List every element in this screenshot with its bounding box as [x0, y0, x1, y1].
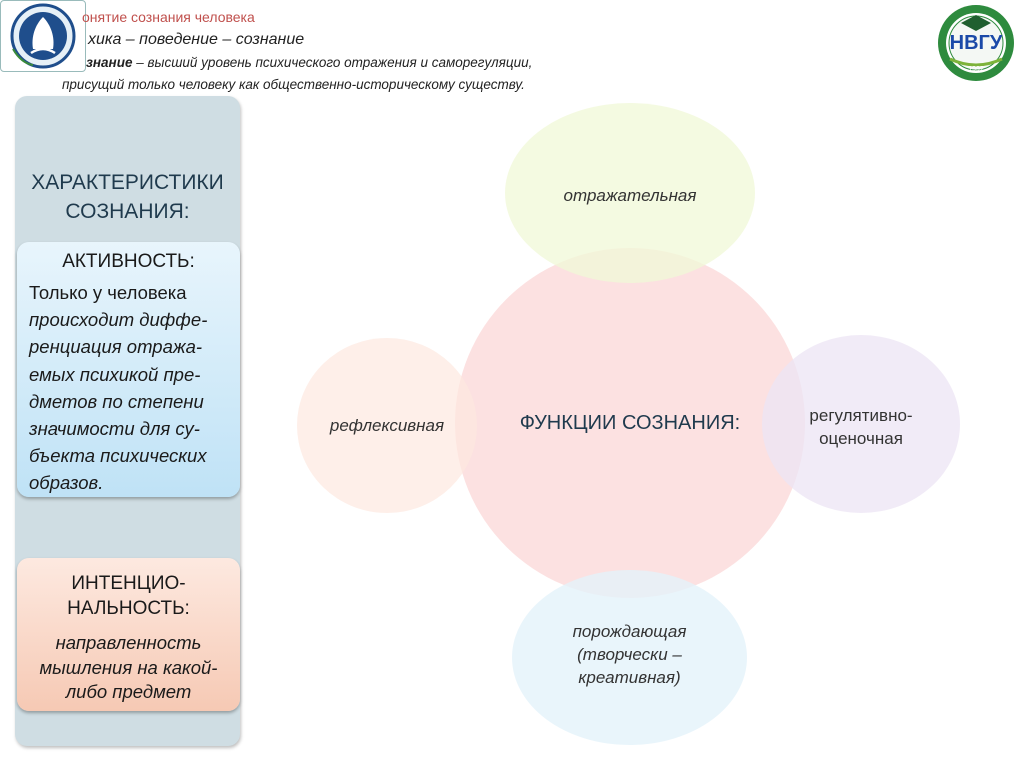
- intentionality-title-line1: ИНТЕНЦИО-: [71, 573, 186, 594]
- activity-line: Только у человека: [29, 282, 187, 303]
- header-definition-line1: знание – высший уровень психического отр…: [86, 55, 532, 70]
- activity-line: ренциация отража-: [29, 336, 203, 358]
- activity-line: значимости для су-: [29, 418, 200, 440]
- intentionality-card-title: ИНТЕНЦИО- НАЛЬНОСТЬ:: [17, 571, 240, 621]
- right-label: регулятивно- оценочная: [762, 404, 960, 450]
- intentionality-title-line2: НАЛЬНОСТЬ:: [67, 598, 190, 619]
- activity-card: [17, 242, 240, 497]
- nvgu-logo-icon: [938, 5, 1014, 81]
- right-label-line1: регулятивно-: [809, 406, 913, 425]
- nvgu-logo-text: НВГУ: [949, 32, 1003, 54]
- bottom-label-line1: порождающая: [572, 622, 687, 641]
- intentionality-card-body: направленность мышления на какой- либо п…: [17, 631, 240, 705]
- activity-line: образов.: [29, 472, 104, 494]
- left-circle: [297, 338, 477, 513]
- characteristics-title: ХАРАКТЕРИСТИКИ СОЗНАНИЯ:: [15, 168, 240, 226]
- header-definition-line2: присущий только человеку как общественно…: [62, 77, 525, 92]
- activity-card-body: Только у человека происходит диффе- ренц…: [29, 279, 228, 497]
- top-label: отражательная: [563, 186, 697, 205]
- intentionality-line: мышления на какой-: [39, 656, 218, 678]
- nvgu-logo: НВГУ 1992: [936, 3, 1016, 83]
- nvgu-logo-year: 1992: [968, 66, 984, 73]
- activity-card-title: АКТИВНОСТЬ:: [62, 251, 195, 272]
- header-subtitle: хика – поведение – сознание: [88, 31, 305, 48]
- header-title: онятие сознания человека: [82, 9, 255, 25]
- left-label: рефлексивная: [329, 416, 445, 435]
- header-term: знание: [86, 55, 133, 70]
- activity-line: дметов по степени: [29, 390, 204, 412]
- intentionality-line: направленность: [55, 632, 202, 653]
- characteristics-title-line2: СОЗНАНИЯ:: [65, 200, 190, 223]
- center-circle: [455, 248, 805, 598]
- right-label-line2: оценочная: [819, 429, 903, 448]
- intentionality-line: либо предмет: [65, 681, 192, 702]
- bottom-circle: [512, 570, 747, 745]
- center-label: ФУНКЦИИ СОЗНАНИЯ:: [519, 412, 741, 434]
- bottom-label-line3: креативная): [578, 668, 681, 687]
- intentionality-card: [17, 558, 240, 711]
- activity-line: емых психикой пре-: [29, 363, 201, 385]
- bottom-label-line2: (творчески –: [577, 645, 682, 664]
- top-circle: [505, 103, 755, 283]
- university-emblem: [0, 0, 86, 72]
- emblem-icon: [10, 3, 76, 69]
- activity-line: бъекта психических: [29, 445, 207, 467]
- characteristics-title-line1: ХАРАКТЕРИСТИКИ: [31, 171, 224, 194]
- right-circle: [762, 335, 960, 513]
- header-definition-text: – высший уровень психического отражения …: [132, 55, 533, 70]
- activity-line: происходит диффе-: [29, 309, 208, 331]
- bottom-label: порождающая (творчески – креативная): [512, 620, 747, 689]
